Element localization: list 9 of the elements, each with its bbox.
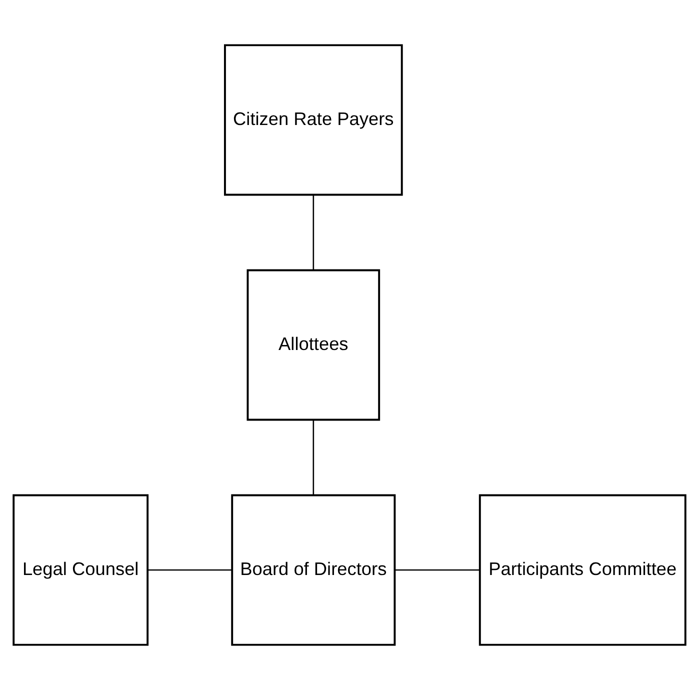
node-box: Legal Counsel bbox=[12, 494, 149, 646]
connector bbox=[148, 569, 232, 571]
connector bbox=[394, 569, 480, 571]
connector bbox=[312, 420, 314, 495]
node-box: Participants Committee bbox=[478, 494, 686, 646]
node-box: Board of Directors bbox=[231, 494, 396, 646]
node-box: Allottees bbox=[246, 269, 380, 421]
connector bbox=[312, 195, 314, 270]
node-box: Citizen Rate Payers bbox=[224, 44, 403, 196]
